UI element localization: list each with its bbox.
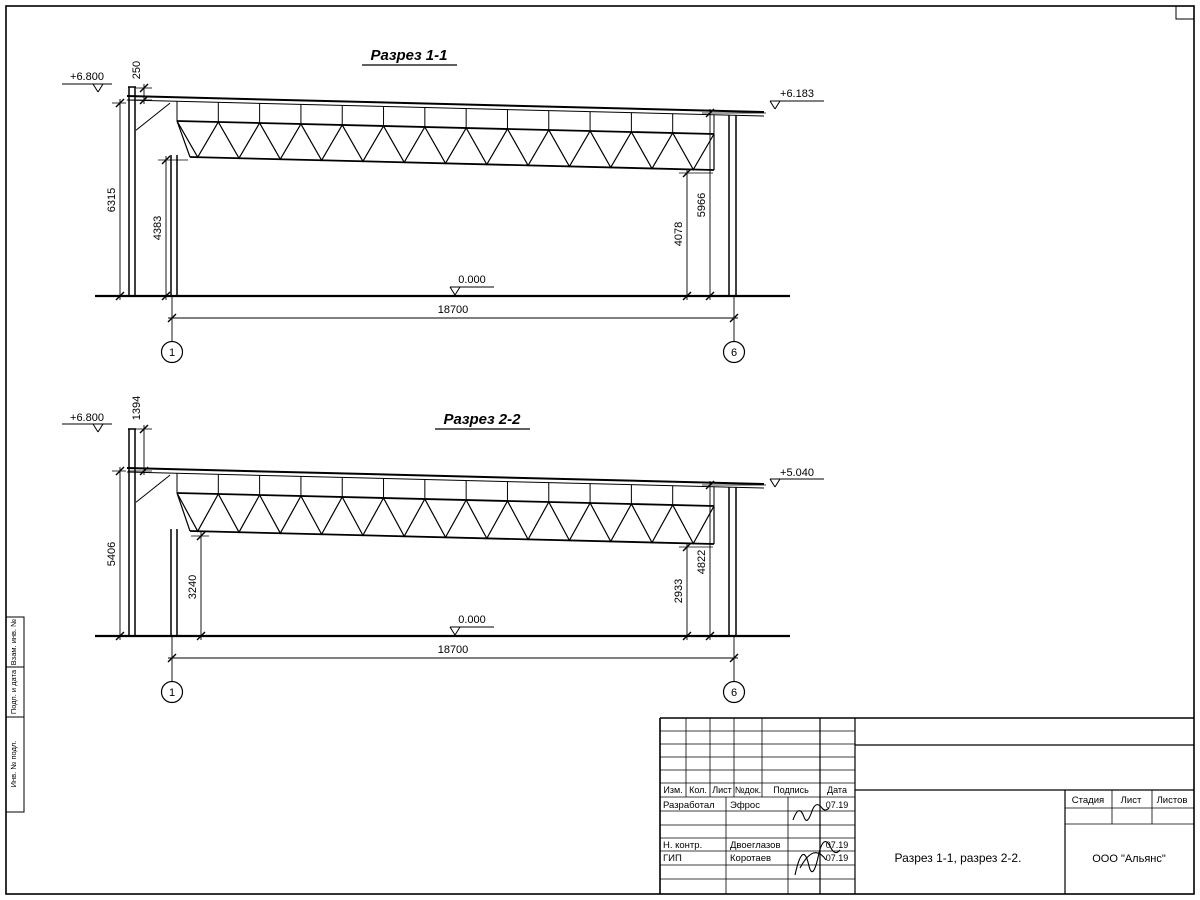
tb-date-1: 07.19 [826, 800, 849, 810]
section-1-drawing [62, 83, 824, 364]
title-block-rows [660, 730, 855, 880]
corner-box [1175, 5, 1195, 20]
section-2-drawing [62, 423, 824, 704]
title-block [659, 717, 1194, 894]
tb-date-2: 07.19 [826, 840, 849, 850]
tb-col-kol: Кол. [689, 785, 707, 795]
tb-sheets-label: Листов [1157, 795, 1188, 806]
s2-axis-bubble-6-label: 6 [731, 687, 737, 699]
tb-role-nkontr: Н. контр. [663, 840, 702, 851]
s1-elevation-left-label: +6.800 [70, 71, 104, 83]
frame-border [5, 5, 1195, 895]
s1-span-dim-label: 18700 [438, 304, 469, 316]
tb-col-ndok: №док. [735, 785, 761, 795]
tb-company: ООО "Альянс" [1092, 853, 1166, 865]
tb-col-podpis: Подпись [773, 785, 809, 795]
tb-name-dvoeglazov: Двоеглазов [730, 840, 781, 851]
stamp-label-3: Инв. № подл. [9, 741, 18, 788]
tb-sheet-label: Лист [1121, 795, 1142, 806]
s2-elevation-left-label: +6.800 [70, 412, 104, 424]
s1-dim-right-inner-label: 4078 [673, 222, 685, 246]
s1-dim-left-outer-label: 6315 [106, 188, 118, 212]
s2-dim-right-inner-label: 2933 [673, 579, 685, 603]
stamp-box-3 [5, 716, 25, 813]
s2-dim-left-outer-label: 5406 [106, 542, 118, 566]
s2-dim-left-inner-label: 3240 [187, 575, 199, 599]
tb-col-izm: Изм. [663, 785, 682, 795]
signature-efros [792, 804, 830, 821]
tb-name-korotaev: Коротаев [730, 853, 771, 864]
stamp-label-2: Подп. и дата [9, 669, 18, 714]
tb-role-gip: ГИП [663, 853, 682, 864]
title-block-sign-columns [725, 797, 789, 894]
s2-level-zero-label: 0.000 [458, 614, 486, 626]
tb-name-efros: Эфрос [730, 800, 760, 811]
s1-dim-right-outer-label: 5966 [696, 193, 708, 217]
section-1-labels: Разрез 1-1 +6.800 +6.183 250 6315 4383 4… [70, 47, 814, 359]
tb-role-razrabotal: Разработал [663, 800, 715, 811]
title-block-rev-columns [685, 718, 763, 797]
s2-parapet-dim-label: 1394 [131, 396, 143, 420]
s2-elevation-right-label: +5.040 [780, 467, 814, 479]
title-block-right-rows [855, 744, 1194, 791]
stamp-label-1: Взам. инв. № [9, 619, 18, 665]
tb-stage-label: Стадия [1072, 795, 1104, 806]
s2-dim-right-outer-label: 4822 [696, 550, 708, 574]
section-1-title: Разрез 1-1 [370, 47, 447, 64]
title-block-stage-grid [1065, 790, 1194, 825]
s1-axis-bubble-6-label: 6 [731, 347, 737, 359]
sheet-frame [5, 5, 1195, 895]
section-2-title: Разрез 2-2 [443, 411, 521, 428]
s1-level-zero-label: 0.000 [458, 274, 486, 286]
s2-axis-bubble-1-label: 1 [169, 687, 175, 699]
signatures [792, 804, 841, 876]
tb-col-data: Дата [827, 785, 847, 795]
tb-date-3: 07.19 [826, 853, 849, 863]
s1-dim-left-inner-label: 4383 [152, 216, 164, 240]
tb-doc-name: Разрез 1-1, разрез 2-2. [895, 851, 1022, 865]
s1-axis-bubble-1-label: 1 [169, 347, 175, 359]
s2-span-dim-label: 18700 [438, 644, 469, 656]
section-2-labels: Разрез 2-2 +6.800 +5.040 1394 5406 3240 … [70, 396, 814, 699]
signature-gip [794, 841, 841, 876]
s1-parapet-dim-label: 250 [131, 61, 143, 79]
tb-col-list: Лист [712, 785, 732, 795]
title-block-texts: Изм. Кол. Лист №док. Подпись Дата Разраб… [663, 785, 1187, 865]
s1-elevation-right-label: +6.183 [780, 88, 814, 100]
